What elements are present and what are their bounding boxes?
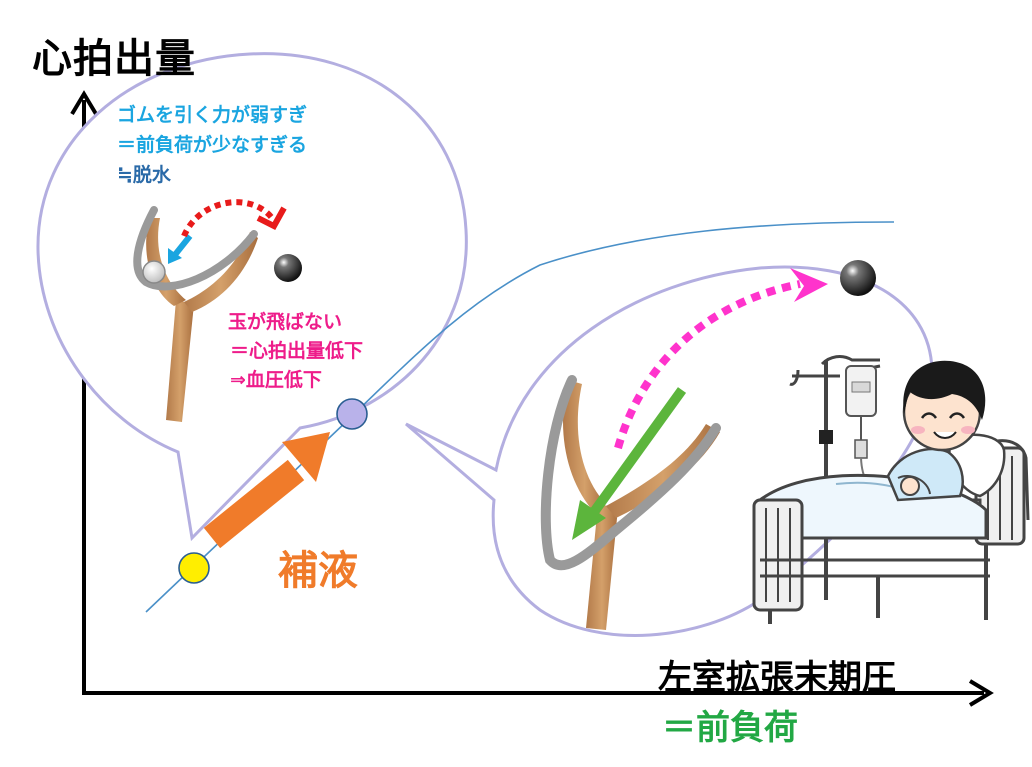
strong-pull-arrow	[572, 387, 687, 540]
red-arrowhead	[256, 206, 287, 230]
weak-pull-caption: ゴムを引く力が弱すぎ ＝前負荷が少なすぎる ≒脱水	[117, 100, 307, 190]
slingshot-strong-icon	[540, 375, 721, 630]
y-axis-title: 心拍出量	[32, 36, 196, 82]
magenta-arrowhead	[790, 268, 828, 302]
no-launch-caption: 玉が飛ばない ＝心拍出量低下 ⇒血圧低下	[228, 308, 363, 395]
x-axis-title: 左室拡張末期圧	[658, 658, 896, 698]
caption-line: 玉が飛ばない	[228, 311, 343, 333]
caption-line: ＝前負荷が少なすぎる	[117, 134, 308, 156]
left-speech-bubble	[36, 52, 468, 542]
x-axis-subtitle: ＝前負荷	[662, 708, 798, 748]
end-point	[336, 398, 368, 430]
caption-line: ゴムを引く力が弱すぎ	[117, 104, 308, 126]
red-trajectory-arrow	[181, 199, 275, 238]
weak-pull-arrow	[168, 234, 193, 264]
patient-in-bed-icon	[752, 360, 1030, 624]
caption-line: ≒脱水	[117, 164, 171, 186]
fluid-label: 補液	[278, 548, 358, 594]
iron-ball-icon	[840, 260, 876, 296]
iron-ball-icon	[274, 254, 302, 282]
starling-curve	[145, 221, 895, 613]
caption-line: ＝心拍出量低下	[230, 340, 364, 362]
fluid-arrow	[203, 432, 330, 549]
caption-line: ⇒血圧低下	[230, 369, 322, 391]
start-point	[178, 552, 210, 584]
right-speech-bubble	[405, 265, 934, 637]
slingshot-weak-icon	[133, 206, 258, 422]
